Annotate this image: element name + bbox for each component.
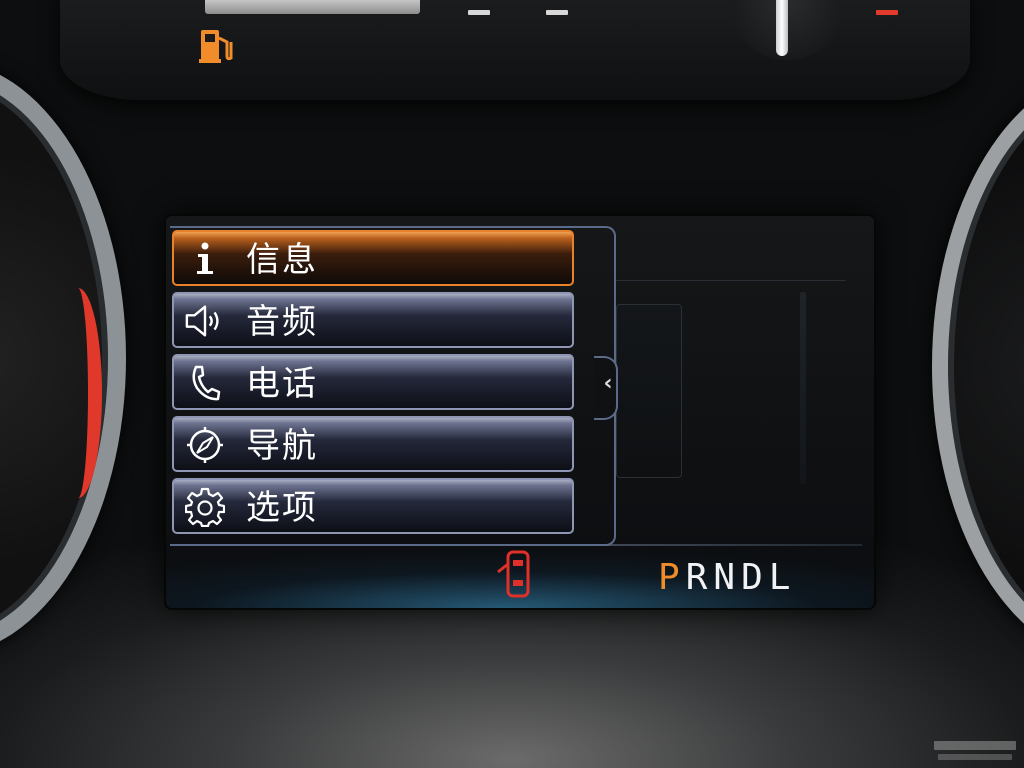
gauge-tick-red <box>876 10 898 15</box>
menu-item-label: 选项 <box>246 488 318 528</box>
phone-icon <box>184 364 226 402</box>
gear-icon <box>184 487 226 527</box>
chevron-left-icon[interactable]: ‹ <box>603 371 613 396</box>
menu-item-info[interactable]: 信息 <box>172 230 574 286</box>
menu-item-phone[interactable]: 电话 <box>172 354 574 410</box>
top-light-bar <box>205 0 420 14</box>
menu-item-label: 信息 <box>246 240 318 280</box>
gear-selector: P R N D L <box>658 556 796 600</box>
main-menu: 信息 音频 电话 <box>172 230 576 540</box>
gauge-tick <box>468 10 490 15</box>
menu-item-audio[interactable]: 音频 <box>172 292 574 348</box>
menu-collapse-tab[interactable] <box>594 356 618 420</box>
gear-park: P <box>658 557 686 598</box>
gauge-tick <box>546 10 568 15</box>
fuel-pump-icon <box>199 30 233 63</box>
menu-item-navigation[interactable]: 导航 <box>172 416 574 472</box>
gear-neutral: N <box>713 557 742 598</box>
gear-drive: D <box>741 557 769 598</box>
right-gauge <box>932 70 1024 662</box>
speaker-icon <box>184 302 226 340</box>
gauge-needle <box>776 0 788 56</box>
side-scale <box>800 292 806 484</box>
side-panel <box>616 304 682 478</box>
panel-divider <box>616 280 846 281</box>
gear-low: L <box>768 557 797 598</box>
driver-info-display: ‹ 信息 音频 <box>166 216 874 608</box>
watermark-logo <box>934 741 1016 760</box>
left-gauge <box>0 60 126 656</box>
menu-item-label: 音频 <box>246 302 318 342</box>
menu-item-label: 电话 <box>246 364 318 404</box>
menu-item-label: 导航 <box>246 426 318 466</box>
info-icon <box>184 240 226 278</box>
door-open-icon <box>497 550 530 598</box>
left-gauge-redline <box>54 288 102 498</box>
gear-reverse: R <box>685 557 714 598</box>
menu-item-options[interactable]: 选项 <box>172 478 574 534</box>
compass-icon <box>184 426 226 464</box>
top-gauge-strip <box>60 0 970 100</box>
